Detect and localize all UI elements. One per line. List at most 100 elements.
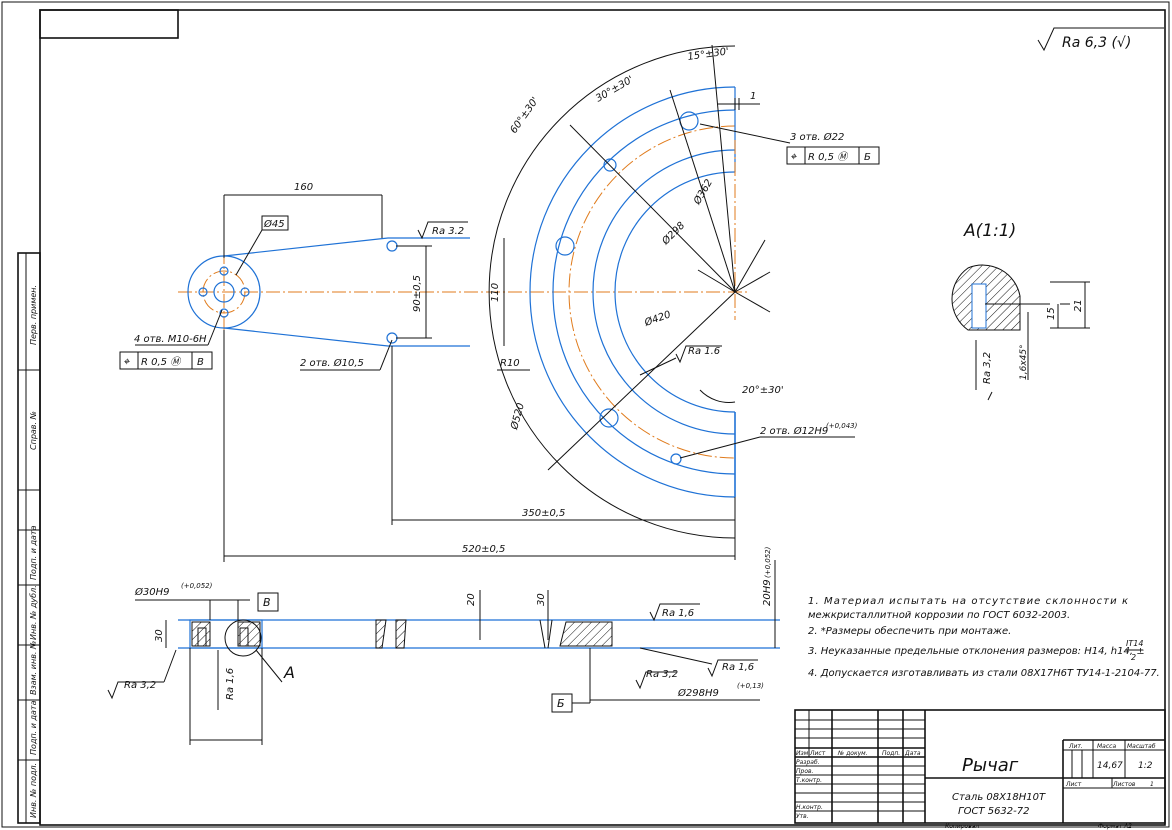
svg-text:Дата: Дата <box>904 750 921 757</box>
svg-text:Копировал: Копировал <box>945 823 979 830</box>
detail-dim-21: 21 <box>1073 299 1084 312</box>
technical-notes: 1. Материал испытать на отсутствие склон… <box>808 596 1160 679</box>
detail-chamfer: 1,6x45° <box>1019 344 1029 380</box>
angle-60: 60°±30' <box>508 95 541 135</box>
svg-text:R 0,5 Ⓜ: R 0,5 Ⓜ <box>141 356 182 368</box>
general-roughness: Ra 6,3 (√) <box>1037 27 1164 52</box>
hole-22-label: 3 отв. Ø22 <box>790 131 844 143</box>
dim-1: 1 <box>750 91 756 102</box>
hub-bolt-circle <box>202 270 246 314</box>
strip-label-2: Подп. и дата <box>29 525 38 580</box>
arc-outer <box>529 86 736 498</box>
svg-text:Листов: Листов <box>1112 781 1136 788</box>
ra-32-top: Ra 3.2 <box>432 226 464 237</box>
detail-title: А(1:1) <box>963 221 1016 241</box>
sec-ref-b: В <box>263 596 271 609</box>
svg-text:⌖: ⌖ <box>790 150 797 163</box>
arm-lower-edge <box>223 327 470 347</box>
arc-inner <box>614 171 736 413</box>
note-1a: 1. Материал испытать на отсутствие склон… <box>808 596 1128 607</box>
sec-label-a: А <box>283 663 295 682</box>
material-2: ГОСТ 5632-72 <box>958 806 1030 817</box>
dim-350: 350±0,5 <box>522 508 565 519</box>
sec-dim-30: 30 <box>154 629 165 642</box>
note-3-num: IT14 <box>1126 639 1143 648</box>
sector-hole-3 <box>599 408 619 428</box>
arm-upper-edge <box>223 237 470 257</box>
svg-text:Т.контр.: Т.контр. <box>796 777 822 784</box>
sec-ra32-b: Ra 3,2 <box>646 669 678 680</box>
sec-ref-bb: Б <box>557 697 565 710</box>
dim-90: 90±0,5 <box>412 275 423 312</box>
svg-text:Лист: Лист <box>1065 781 1082 788</box>
sec-ra16-a: Ra 1,6 <box>662 608 694 619</box>
angle-20: 20°±30' <box>742 385 784 396</box>
dim-520: 520±0,5 <box>462 544 505 555</box>
top-left-box <box>39 9 179 39</box>
sec-dim-30b: 30 <box>536 593 547 606</box>
dim-d420: Ø420 <box>642 308 672 329</box>
sec-d298h9-tol: (+0,13) <box>737 682 764 690</box>
hub-bore <box>213 281 235 303</box>
svg-text:⌖: ⌖ <box>123 355 130 368</box>
scale-value: 1:2 <box>1138 761 1153 771</box>
note-1b: межкристаллитной коррозии по ГОСТ 6032-2… <box>808 610 1070 621</box>
strip-label-4: Взам. инв. № <box>29 641 38 695</box>
sec-dim-20: 20 <box>466 593 477 606</box>
sec-ra16-c: Ra 1,6 <box>225 668 236 700</box>
ra-16-top: Ra 1.6 <box>688 346 720 357</box>
sec-d30h9: Ø30H9 <box>134 586 169 598</box>
hole-105-label: 2 отв. Ø10,5 <box>300 357 364 369</box>
svg-text:Масса: Масса <box>1097 743 1116 750</box>
sec-dim-20h9-tol: (+0,052) <box>764 546 772 578</box>
dim-160: 160 <box>294 182 313 193</box>
dim-r10: R10 <box>500 358 520 369</box>
dim-d362: Ø362 <box>691 177 715 207</box>
mass-value: 14,67 <box>1097 761 1123 771</box>
sec-dim-20h9: 20H9 <box>762 579 773 606</box>
hole-m10-label: 4 отв. M10-6H <box>134 334 207 345</box>
detail-a: А(1:1) 15 21 Ra 3,2 1,6x45° <box>951 221 1090 401</box>
title-block: Изм. Лист № докум. Подп. Дата Разраб. Пр… <box>794 709 1166 830</box>
hole-12-tol: (+0,043) <box>826 422 858 430</box>
angle-15: 15°±30' <box>687 46 730 63</box>
svg-text:R 0,5 Ⓜ: R 0,5 Ⓜ <box>808 151 849 163</box>
svg-text:Разраб.: Разраб. <box>796 759 820 766</box>
roughness-label: Ra 6,3 (√) <box>1062 35 1131 51</box>
svg-text:В: В <box>197 357 204 368</box>
note-3-den: 2 <box>1131 653 1136 662</box>
note-2: 2. *Размеры обеспечить при монтаже. <box>808 625 1011 637</box>
left-strip: Перв. примен. Справ. № Подп. и дата Инв.… <box>17 252 41 824</box>
arc-bolt-circle <box>568 125 736 459</box>
strip-label-1: Справ. № <box>29 411 38 450</box>
svg-text:Б: Б <box>864 152 871 163</box>
detail-a-callout <box>224 619 262 657</box>
angle-30: 30°±30' <box>594 74 636 104</box>
sector-hole-1 <box>679 111 699 131</box>
sector-hole-2 <box>555 236 575 256</box>
detail-dim-15: 15 <box>1046 307 1057 320</box>
svg-text:Масштаб: Масштаб <box>1127 743 1156 750</box>
svg-text:Формат: Формат <box>1098 823 1123 830</box>
dim-110: 110 <box>490 283 501 302</box>
strip-label-6: Инв. № подл. <box>29 763 38 818</box>
svg-text:Лист: Лист <box>809 750 826 757</box>
svg-text:Пров.: Пров. <box>796 768 814 775</box>
svg-text:Изм.: Изм. <box>796 750 810 757</box>
svg-text:Утв.: Утв. <box>796 813 809 820</box>
svg-text:1: 1 <box>1150 781 1154 788</box>
svg-text:№ докум.: № докум. <box>837 750 868 757</box>
dim-d298: Ø298 <box>659 220 687 248</box>
m10-control-frame: ⌖ R 0,5 Ⓜ В <box>119 351 213 370</box>
hole22-control-frame: ⌖ R 0,5 Ⓜ Б <box>786 146 880 165</box>
sec-d30h9-tol: (+0,052) <box>181 582 213 590</box>
material-1: Сталь 08Х18Н10Т <box>952 792 1046 803</box>
note-4: 4. Допускается изготавливать из стали 08… <box>808 668 1160 679</box>
sec-ra16-b: Ra 1,6 <box>722 662 754 673</box>
part-name: Рычаг <box>962 755 1019 776</box>
svg-text:Подп.: Подп. <box>882 750 900 757</box>
dim-d520: Ø520 <box>508 402 527 432</box>
sec-d298h9: Ø298H9 <box>677 687 719 699</box>
